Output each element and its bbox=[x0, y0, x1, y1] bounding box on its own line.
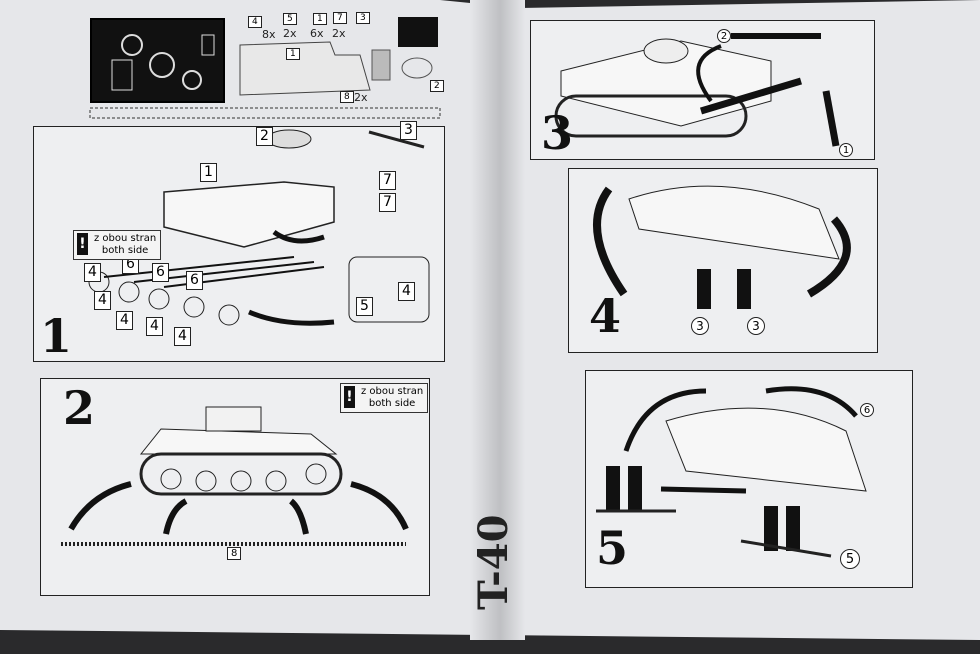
photo-etch-fret bbox=[90, 18, 225, 103]
callout: 1 bbox=[839, 143, 853, 157]
callout: 3 bbox=[400, 121, 417, 140]
exclamation-icon: ! bbox=[77, 233, 88, 255]
track-qty: 2x bbox=[354, 91, 368, 104]
callout: 4 bbox=[146, 317, 163, 336]
step-number: 2 bbox=[63, 381, 96, 435]
center-fold bbox=[470, 0, 525, 640]
part-qty: 6x bbox=[310, 27, 324, 40]
callout: 3 bbox=[691, 317, 709, 335]
step-number: 1 bbox=[40, 309, 73, 363]
step-4-panel: 4 3 3 bbox=[568, 168, 878, 353]
callout: 2 bbox=[256, 127, 273, 146]
callout: 7 bbox=[379, 171, 396, 190]
part-label: 3 bbox=[356, 12, 370, 24]
hull-assembly-drawing bbox=[88, 129, 430, 326]
step-3-panel: 3 2 1 bbox=[530, 20, 875, 160]
callout: 3 bbox=[747, 317, 765, 335]
part-label: 1 bbox=[313, 13, 327, 25]
callout: 2 bbox=[717, 29, 731, 43]
track-part-label: 8 bbox=[340, 91, 354, 103]
part-label: 4 bbox=[248, 16, 262, 28]
callout: 6 bbox=[860, 403, 874, 417]
callout: 4 bbox=[398, 282, 415, 301]
callout: 6 bbox=[186, 271, 203, 290]
part-qty: 2x bbox=[283, 27, 297, 40]
warning-note: ! z obou stran both side bbox=[73, 230, 162, 260]
bogie-detail-drawing bbox=[593, 185, 851, 309]
step-2-panel: 2 8 bbox=[40, 378, 430, 596]
rear-detail-drawing bbox=[596, 386, 867, 558]
model-title: T-40 bbox=[470, 514, 517, 610]
part-label: 7 bbox=[333, 12, 347, 24]
callout: 4 bbox=[174, 327, 191, 346]
tank-track-drawing bbox=[61, 406, 409, 546]
callout: 6 bbox=[152, 263, 169, 282]
callout: 4 bbox=[94, 291, 111, 310]
callout: 7 bbox=[379, 193, 396, 212]
step-number: 5 bbox=[596, 521, 629, 575]
callout: 8 bbox=[227, 547, 242, 560]
part-label: 5 bbox=[283, 13, 297, 25]
turret-part-label: 2 bbox=[430, 80, 444, 92]
callout: 4 bbox=[84, 263, 101, 282]
warning-line-1: z obou stran bbox=[94, 233, 157, 244]
part-qty: 2x bbox=[332, 27, 346, 40]
warning-note: ! z obou stran both side bbox=[340, 383, 429, 413]
warning-line-2: both side bbox=[368, 398, 416, 409]
hull-fender-drawing bbox=[554, 33, 840, 147]
callout: 5 bbox=[840, 549, 860, 569]
callout: 4 bbox=[116, 311, 133, 330]
warning-line-1: z obou stran bbox=[361, 386, 424, 397]
step-number: 4 bbox=[589, 289, 622, 343]
hull-part-label: 1 bbox=[286, 48, 300, 60]
exclamation-icon: ! bbox=[344, 386, 355, 408]
hull-sprue-drawing bbox=[89, 17, 441, 119]
callout: 5 bbox=[356, 297, 373, 316]
step-number: 3 bbox=[541, 106, 574, 160]
callout: 1 bbox=[200, 163, 217, 182]
step-5-panel: 5 6 5 bbox=[585, 370, 913, 588]
warning-line-2: both side bbox=[101, 245, 149, 256]
part-qty: 8x bbox=[262, 28, 276, 41]
